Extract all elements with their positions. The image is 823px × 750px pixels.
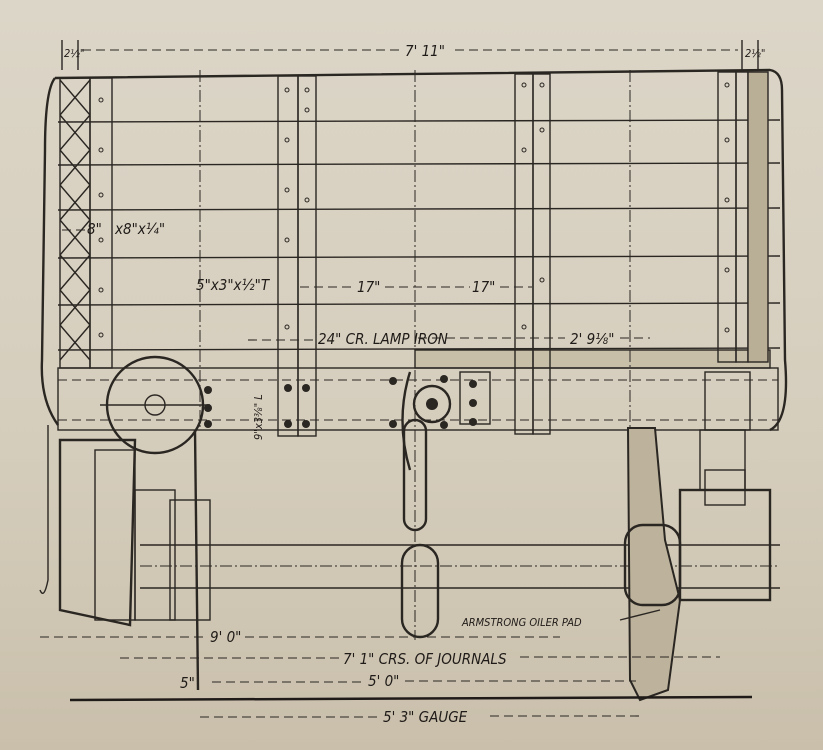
dim-journals: 7' 1" CRS. OF JOURNALS [343, 650, 507, 668]
dim-end-post-angle: x8"x¼" [114, 220, 165, 238]
dim-lamp-iron: 24" CR. LAMP IRON [318, 330, 448, 348]
dim-left-end: 2½" [64, 47, 84, 60]
axle [140, 544, 780, 589]
dim-gauge: 5' 3" GAUGE [383, 708, 468, 726]
dim-side-offset: 2' 9⅛" [570, 330, 614, 348]
dim-right-end: 2½" [745, 47, 765, 60]
dimension-labels: 8" x8"x¼" 5"x3"x½"T 17" 17" 24" CR. LAMP… [40, 220, 720, 726]
car-body [40, 68, 788, 640]
brake-wheel [100, 355, 210, 455]
dim-wheel-base: 5' 0" [368, 672, 399, 690]
left-truck [39, 425, 211, 691]
dim-end-post: 8" [87, 220, 102, 238]
dim-overall-base: 9' 0" [210, 628, 241, 646]
dim-spacing-1: 17" [357, 278, 380, 296]
rail-ground-line [69, 695, 753, 702]
dim-angle-section: 9"x3⅜" L [252, 394, 265, 440]
top-dimension: 2½" 7' 11" 2½" [61, 40, 765, 70]
right-wheel [623, 427, 772, 702]
dim-tee-section: 5"x3"x½"T [196, 276, 271, 294]
safety-chain [400, 371, 452, 639]
dim-spacing-2: 17" [472, 278, 495, 296]
label-oiler-pad: ARMSTRONG OILER PAD [461, 616, 582, 629]
dim-flange: 5" [180, 674, 195, 692]
dim-overall-width: 7' 11" [405, 42, 445, 60]
